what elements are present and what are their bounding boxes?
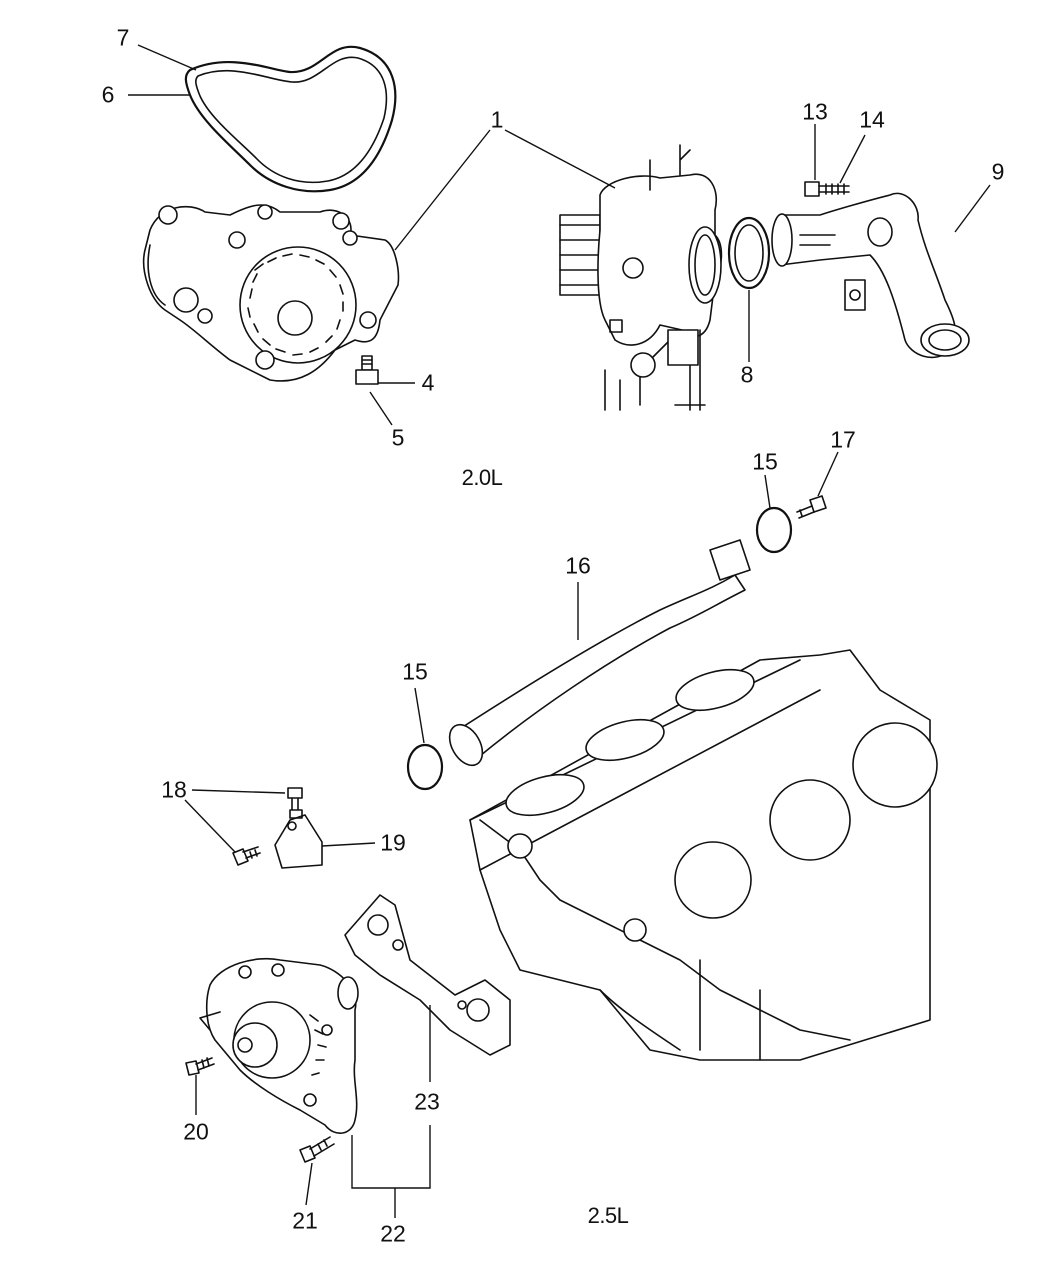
callout-7: 7 xyxy=(116,24,130,51)
callout-8: 8 xyxy=(740,361,754,388)
callout-5: 5 xyxy=(391,424,405,451)
callout-4: 4 xyxy=(421,369,435,396)
thermostat-housing-2-0l xyxy=(559,144,723,411)
callout-16: 16 xyxy=(565,552,591,579)
tube-bolt-2-5l xyxy=(796,495,827,519)
pump-bolt-21 xyxy=(299,1136,335,1163)
engine-block-2-5l xyxy=(469,649,938,1061)
section-label-2-5l: 2.5L xyxy=(587,1203,629,1228)
callout-14: 14 xyxy=(859,106,885,133)
callout-17: 17 xyxy=(830,426,856,453)
callout-23: 23 xyxy=(414,1088,440,1115)
callout-18: 18 xyxy=(161,776,187,803)
section-label-2-0l: 2.0L xyxy=(461,465,503,490)
water-pump-bolt-2-0l xyxy=(355,355,379,385)
water-pump-gasket-2-5l xyxy=(344,894,511,1056)
water-pump-gasket-2-0l xyxy=(184,45,397,193)
callout-1: 1 xyxy=(490,106,504,133)
callout-21: 21 xyxy=(292,1207,318,1234)
callout-9: 9 xyxy=(991,158,1005,185)
o-ring-2-0l xyxy=(727,216,771,290)
bracket-2-5l xyxy=(274,814,323,869)
callout-6: 6 xyxy=(101,81,115,108)
bracket-bolt-upper xyxy=(287,787,303,819)
coolant-tube-2-5l xyxy=(448,539,751,767)
callout-13: 13 xyxy=(802,98,828,125)
callout-19: 19 xyxy=(380,829,406,856)
callout-20: 20 xyxy=(183,1118,209,1145)
callout-22: 22 xyxy=(380,1220,406,1247)
leader-lines xyxy=(128,44,991,1218)
o-ring-2-5l-upper xyxy=(755,506,793,554)
water-pump-2-5l xyxy=(199,957,359,1134)
o-ring-2-5l-lower xyxy=(406,743,444,791)
callout-15-lower: 15 xyxy=(402,658,428,685)
pump-bolt-20 xyxy=(185,1057,215,1076)
outlet-bolts-2-0l xyxy=(804,181,850,197)
bracket-bolt-lower xyxy=(232,846,261,866)
coolant-outlet-elbow-2-0l xyxy=(771,192,970,359)
callout-15-upper: 15 xyxy=(752,448,778,475)
water-pump-2-0l xyxy=(142,204,400,382)
